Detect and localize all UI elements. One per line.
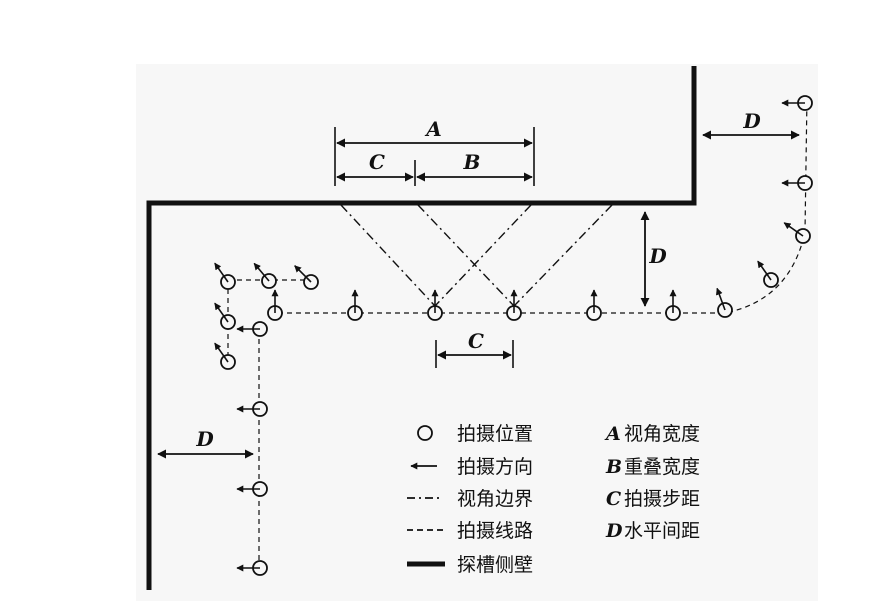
- camera-position: [214, 262, 236, 290]
- trench-wall: [146, 66, 697, 590]
- camera-direction-arrow: [214, 262, 229, 283]
- dimension-c-top: [336, 160, 416, 186]
- diagram-background: [136, 64, 818, 601]
- legend-direction-label: 拍摄方向: [457, 456, 533, 478]
- legend-position-symbol: [417, 425, 433, 441]
- camera-position: [715, 287, 733, 318]
- camera-direction-arrow: [715, 287, 726, 311]
- camera-position: [506, 289, 522, 321]
- legend-a-key: A: [604, 423, 621, 445]
- label-d-left: D: [195, 427, 214, 451]
- camera-position: [236, 481, 268, 497]
- legend-position-label: 拍摄位置: [457, 423, 533, 445]
- camera-position: [236, 560, 268, 576]
- legend-wall-label: 探槽侧壁: [457, 554, 533, 576]
- camera-positions: [214, 95, 813, 576]
- camera-position: [586, 289, 602, 321]
- camera-position: [781, 175, 813, 191]
- legend-b-key: B: [605, 456, 622, 478]
- view-boundary-lines: [340, 204, 613, 307]
- camera-position: [236, 321, 268, 337]
- legend-d-key: D: [605, 520, 623, 542]
- camera-direction-arrow: [783, 222, 804, 237]
- legend-c-label: 拍摄步距: [624, 488, 700, 510]
- camera-position: [236, 401, 268, 417]
- camera-position: [214, 302, 236, 330]
- camera-position: [253, 262, 277, 289]
- camera-direction-arrow: [253, 262, 270, 282]
- legend-c-key: C: [606, 488, 621, 510]
- camera-position: [214, 342, 236, 370]
- camera-position: [665, 289, 681, 321]
- camera-position: [294, 265, 319, 290]
- camera-position: [267, 289, 283, 321]
- legend-a-label: 视角宽度: [624, 423, 700, 445]
- label-a: A: [424, 117, 442, 141]
- camera-direction-arrow: [214, 302, 229, 323]
- legend-b-label: 重叠宽度: [624, 456, 700, 478]
- dimension-c-bottom: [435, 340, 514, 368]
- camera-direction-arrow: [214, 342, 229, 363]
- camera-position: [427, 289, 443, 321]
- label-c-top: C: [369, 150, 385, 174]
- camera-position: [757, 260, 779, 288]
- camera-direction-arrow: [757, 260, 772, 281]
- legend-view-boundary-label: 视角边界: [457, 488, 533, 510]
- camera-position: [347, 289, 363, 321]
- legend: 拍摄位置 拍摄方向 视角边界 拍摄线路 探槽侧壁 A 视角宽度 B 重叠宽度 C…: [407, 423, 700, 576]
- camera-direction-arrow: [294, 265, 312, 283]
- label-b: B: [463, 150, 481, 174]
- camera-position: [781, 95, 813, 111]
- legend-d-label: 水平间距: [624, 520, 700, 542]
- dimension-a: [334, 127, 535, 186]
- label-d-vertical: D: [648, 244, 667, 268]
- label-c-bottom: C: [468, 329, 484, 353]
- label-d-right: D: [742, 109, 761, 133]
- legend-route-label: 拍摄线路: [457, 520, 533, 542]
- camera-position: [783, 222, 811, 244]
